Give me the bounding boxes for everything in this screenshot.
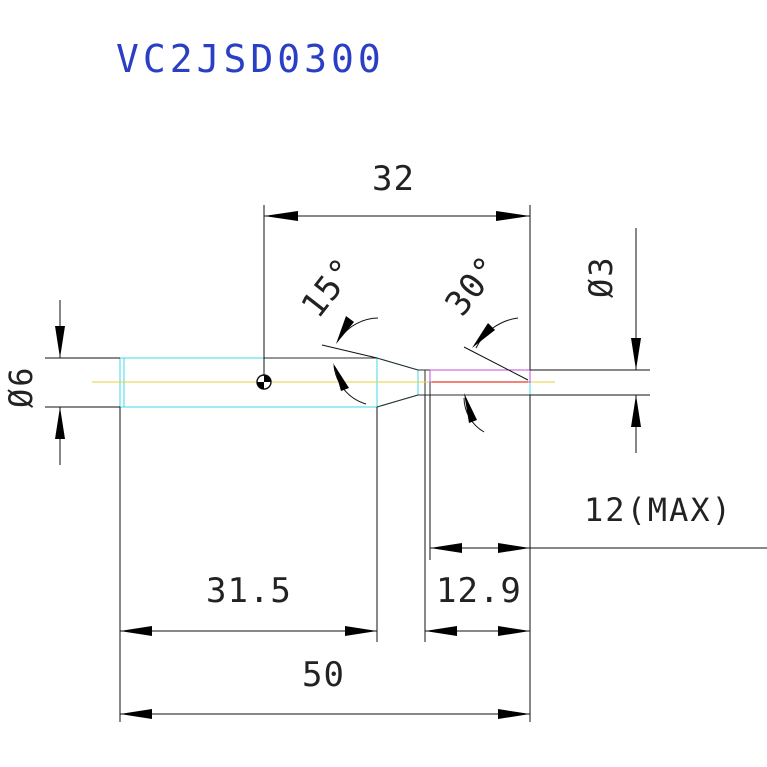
arrow-dia6-bottom <box>55 407 65 439</box>
dim-text-32: 32 <box>372 159 415 199</box>
part-number-label: VC2JSD0300 <box>116 37 385 81</box>
arrow-15-top <box>336 316 354 344</box>
arrow-dia3-top <box>631 338 641 370</box>
arrow-12-9-left <box>425 626 457 636</box>
angle-30: 30° <box>438 248 529 433</box>
flute-outline <box>429 369 531 383</box>
arrow-32-left <box>264 211 298 221</box>
dimension-dia-6: Ø6 <box>2 300 120 465</box>
dimension-12-9: 12.9 <box>424 395 530 642</box>
center-point-symbol <box>256 374 272 390</box>
dim-text-30: 30° <box>438 248 509 323</box>
arrow-15-bottom <box>333 363 349 391</box>
arrow-50-left <box>120 709 152 719</box>
angle-30-arc-top <box>475 317 519 349</box>
dimension-dia-3: Ø3 <box>530 228 650 453</box>
arrow-12-9-right <box>498 626 530 636</box>
dim-text-12max: 12(MAX) <box>584 491 733 529</box>
dim-text-12-9: 12.9 <box>436 571 522 611</box>
arrow-31-5-right <box>345 626 377 636</box>
dimension-12-max: 12(MAX) <box>429 395 767 722</box>
arrow-dia3-bottom <box>631 395 641 427</box>
arrow-50-right <box>498 709 530 719</box>
dimension-50: 50 <box>120 655 530 719</box>
dim-text-50: 50 <box>302 655 345 695</box>
arrow-32-right <box>496 211 530 221</box>
dimension-32: 32 <box>263 159 531 376</box>
dimension-31-5: 31.5 <box>119 407 378 722</box>
arrow-12max-right <box>498 543 530 553</box>
dim-text-31-5: 31.5 <box>206 571 292 611</box>
angle-15: 15° <box>294 250 379 405</box>
angle-15-arc-bottom <box>333 365 367 405</box>
dim-text-dia6: Ø6 <box>2 365 40 408</box>
dim-text-dia3: Ø3 <box>582 255 620 298</box>
dim-text-15: 15° <box>294 250 365 325</box>
arrow-30-bottom <box>464 393 477 423</box>
taper-top-edge <box>376 357 419 371</box>
taper-bottom-edge <box>376 394 419 408</box>
arrow-12max-left <box>430 543 462 553</box>
angle-15-leader <box>321 344 378 359</box>
arrow-31-5-left <box>120 626 152 636</box>
arrow-30-top <box>472 323 495 348</box>
arrow-dia6-top <box>55 326 65 358</box>
angle-30-leader <box>463 346 529 381</box>
